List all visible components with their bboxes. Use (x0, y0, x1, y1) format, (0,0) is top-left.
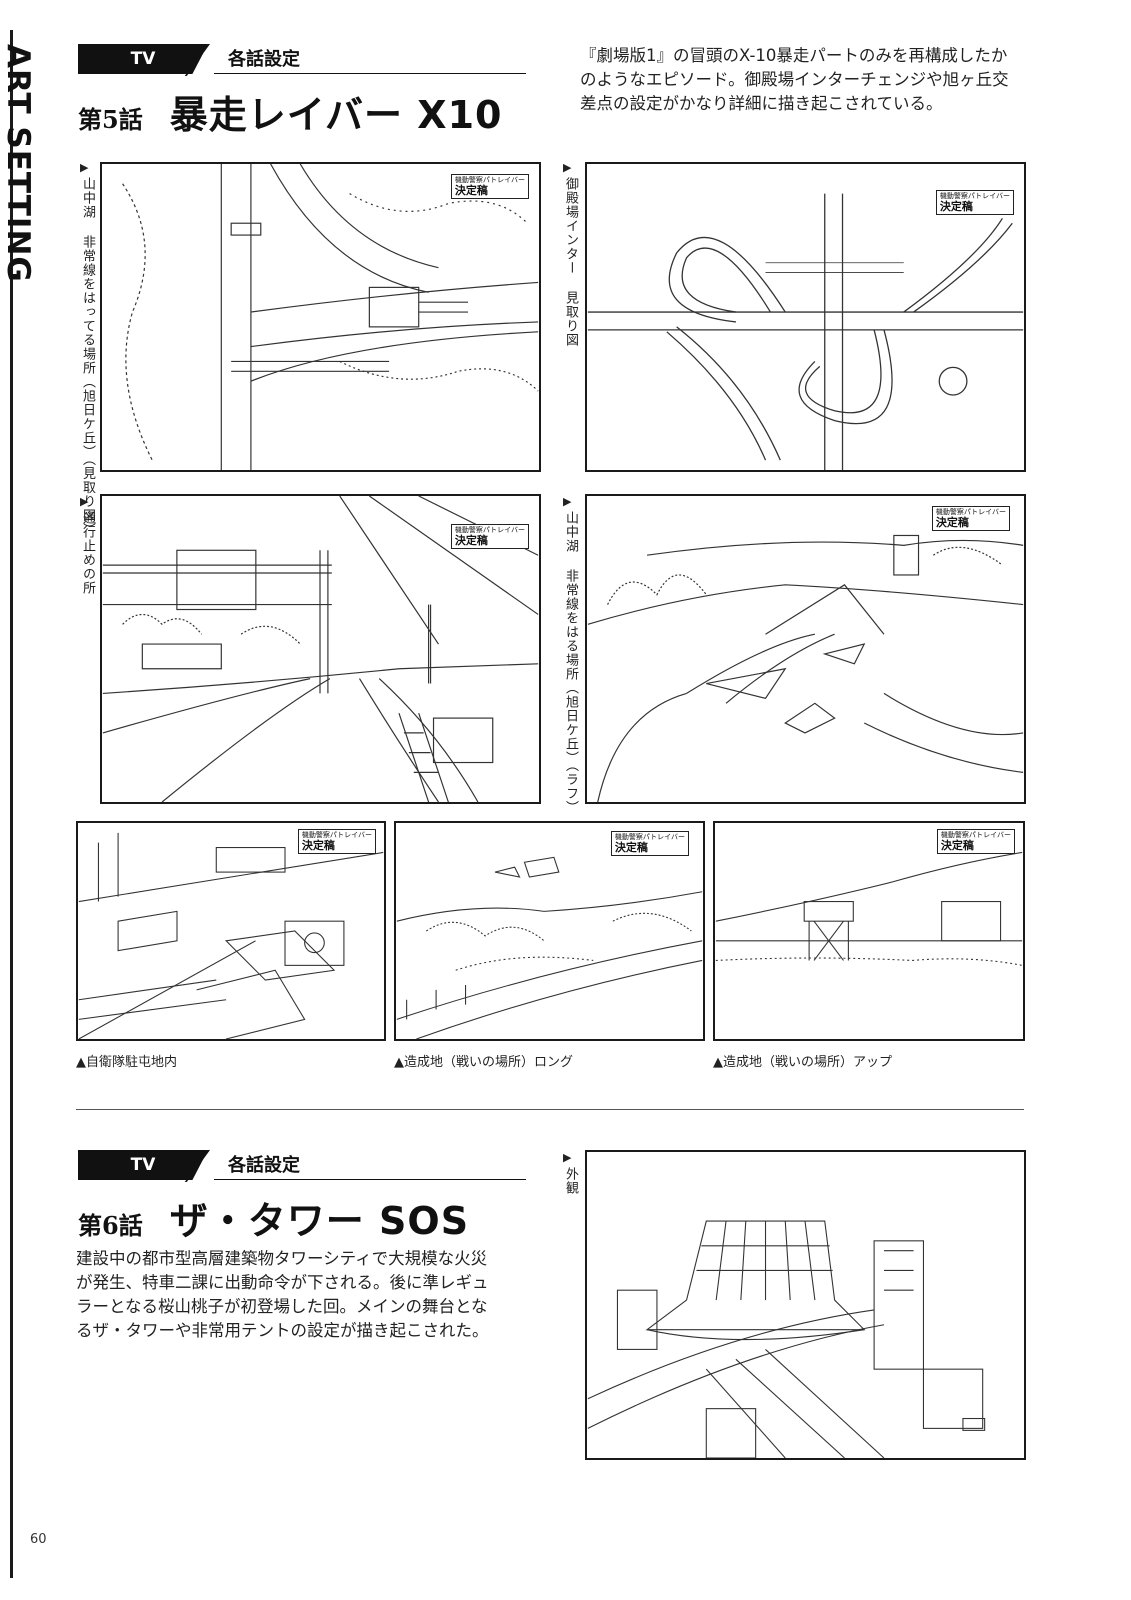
interchange-sketch (587, 193, 1024, 470)
tower-sketch (587, 1220, 986, 1458)
episode5-description: 『劇場版1』の冒頭のX-10暴走パートのみを再構成したか のようなエピソード。御… (580, 46, 1009, 113)
road-closed-sketch (102, 496, 539, 802)
map-sketch (122, 164, 539, 470)
episode5-subtitle: 各話設定 (228, 49, 300, 70)
tv-badge: TV (78, 44, 208, 74)
panel6-caption: ▲造成地（戦いの場所）ロング (394, 1055, 573, 1070)
episode5-number: 第5話 (78, 105, 143, 134)
panel4-caption: ▶山中湖 非常線をはる場所（旭日ケ丘）（ラフ） (563, 495, 578, 815)
episode5-title: 暴走レイバー X10 (169, 93, 503, 137)
tower-panel-caption: ▶外観 (563, 1151, 578, 1195)
episode6-title: ザ・タワー SOS (169, 1199, 470, 1243)
page-number: 60 (30, 1532, 47, 1547)
episode6-header-tag: TV 各話設定 (78, 1150, 526, 1180)
episode6-title-row: 第6話 ザ・タワー SOS (78, 1190, 469, 1245)
interior-sketch (78, 832, 384, 1039)
panel-sdf-camp-interior: 機動警察パトレイバー決定稿 (76, 821, 386, 1041)
spine-bar (10, 30, 13, 1578)
episode6-description: 建設中の都市型高層建築物タワーシティで大規模な火災 が発生、特車二課に出動命令が… (76, 1249, 489, 1340)
section-divider (76, 1109, 1024, 1110)
panel-construction-site-up: 機動警察パトレイバー決定稿 (713, 821, 1025, 1041)
episode6-subtitle: 各話設定 (228, 1155, 300, 1176)
panel-yamanakako-map: 機動警察パトレイバー決定稿 (100, 162, 541, 472)
stamp-final: 機動警察パトレイバー決定稿 (936, 829, 1015, 854)
episode6-number: 第6話 (78, 1211, 143, 1240)
panel5-caption: ▲自衛隊駐屯地内 (76, 1055, 177, 1070)
panel-construction-site-long: 機動警察パトレイバー決定稿 (394, 821, 705, 1041)
panel1-caption: ▶山中湖 非常線をはってる場所（旭日ケ丘）（見取り図） (80, 161, 95, 537)
episode5-title-row: 第5話 暴走レイバー X10 (78, 84, 502, 139)
panel-gotemba-interchange: 機動警察パトレイバー決定稿 (585, 162, 1026, 472)
panel-tower-exterior (585, 1150, 1026, 1460)
rough-sketch (587, 534, 1024, 802)
episode5-header-tag: TV 各話設定 (78, 44, 526, 74)
stamp-final: 機動警察パトレイバー決定稿 (931, 506, 1010, 531)
site-up-sketch (715, 851, 1023, 966)
tv-badge: TV (78, 1150, 208, 1180)
stamp-final: 機動警察パトレイバー決定稿 (450, 174, 529, 199)
panel7-caption: ▲造成地（戦いの場所）アップ (713, 1055, 892, 1070)
site-long-sketch (396, 856, 703, 1039)
panel3-caption: ▶通行止めの所 (80, 495, 95, 595)
panel2-caption: ▶御殿場インター 見取り図 (563, 161, 578, 347)
panel-yamanakako-rough: 機動警察パトレイバー決定稿 (585, 494, 1026, 804)
stamp-final: 機動警察パトレイバー決定稿 (610, 831, 689, 856)
panel-road-closed: 機動警察パトレイバー決定稿 (100, 494, 541, 804)
stamp-final: 機動警察パトレイバー決定稿 (297, 829, 376, 854)
stamp-final: 機動警察パトレイバー決定稿 (935, 190, 1014, 215)
stamp-final: 機動警察パトレイバー決定稿 (450, 524, 529, 549)
spine-label: ART SETTING (0, 44, 36, 283)
